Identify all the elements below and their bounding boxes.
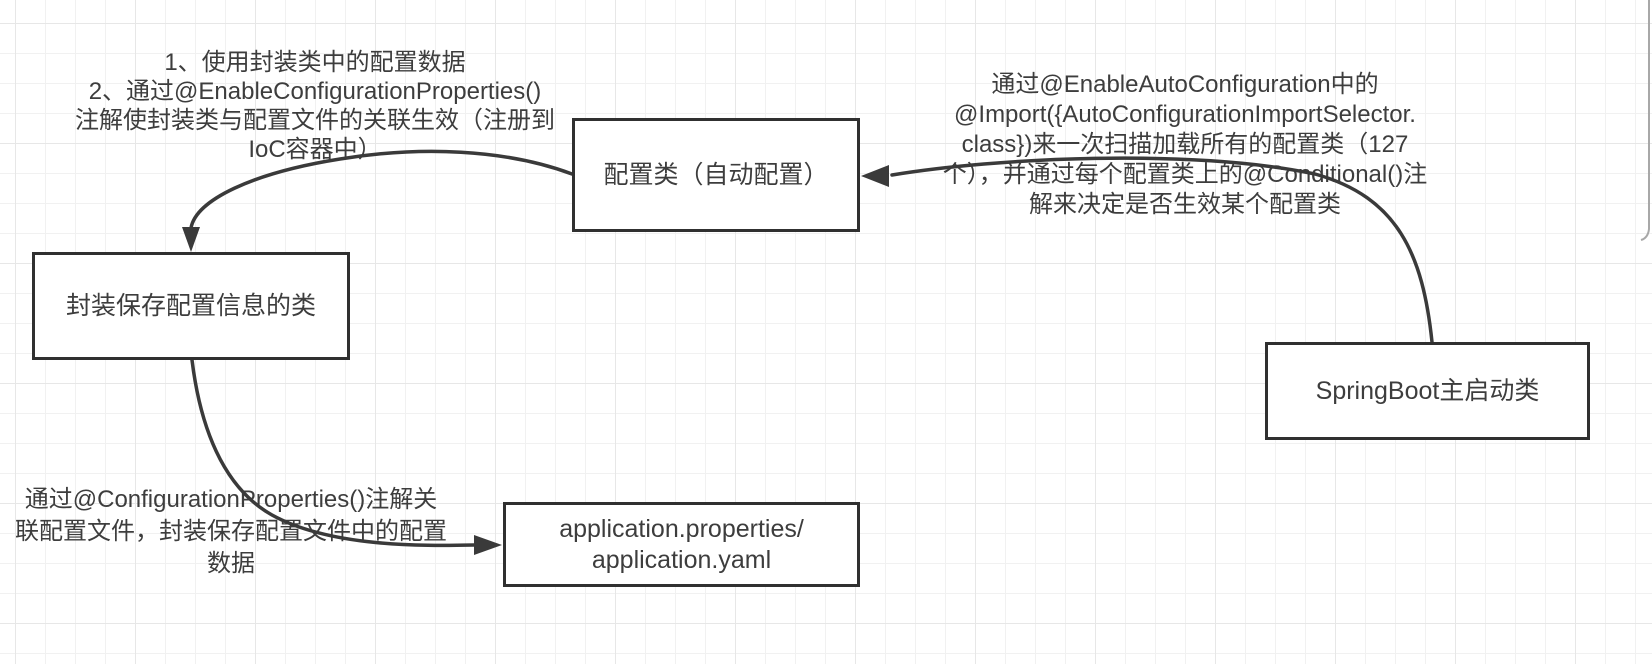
node-label-line2: application.yaml xyxy=(591,545,772,574)
node-label: 配置类（自动配置） xyxy=(603,160,829,189)
note-line: class})来一次扫描加载所有的配置类（127 xyxy=(961,131,1409,158)
note-line: @Import({AutoConfigurationImportSelector… xyxy=(954,101,1416,128)
right-edge-scrollbar[interactable] xyxy=(1640,0,1650,241)
note-line: 解来决定是否生效某个配置类 xyxy=(1029,191,1341,218)
note-enable-auto-configuration[interactable]: 通过@EnableAutoConfiguration中的 @Import({Au… xyxy=(885,70,1485,220)
node-props-holder-class[interactable]: 封装保存配置信息的类 xyxy=(32,252,350,360)
note-line: 个），并通过每个配置类上的@Conditional()注 xyxy=(942,161,1428,188)
note-line: 通过@ConfigurationProperties()注解关 xyxy=(24,486,438,513)
arrowhead-right-icon xyxy=(474,535,502,555)
arrowhead-down-icon xyxy=(182,227,200,252)
node-config-class[interactable]: 配置类（自动配置） xyxy=(572,118,860,232)
note-line: 2、通过@EnableConfigurationProperties() xyxy=(88,78,542,105)
edge-main-to-config[interactable] xyxy=(890,156,1434,344)
note-line: 数据 xyxy=(207,550,255,577)
note-configuration-properties-binding[interactable]: 通过@ConfigurationProperties()注解关 联配置文件，封装… xyxy=(0,484,462,580)
note-line: 通过@EnableAutoConfiguration中的 xyxy=(991,71,1379,98)
note-line: 1、使用封装类中的配置数据 xyxy=(164,49,466,76)
note-line: 联配置文件，封装保存配置文件中的配置 xyxy=(15,518,447,545)
node-label: 封装保存配置信息的类 xyxy=(65,291,316,320)
edge-config-to-props[interactable] xyxy=(189,149,574,230)
node-label: SpringBoot主启动类 xyxy=(1315,376,1540,405)
edge-props-to-appfiles[interactable] xyxy=(190,358,476,548)
note-usage-of-props-class[interactable]: 1、使用封装类中的配置数据 2、通过@EnableConfigurationPr… xyxy=(15,48,615,164)
node-label-line1: application.properties/ xyxy=(559,514,804,543)
node-springboot-main-class[interactable]: SpringBoot主启动类 xyxy=(1265,342,1590,440)
note-line: 注解使封装类与配置文件的关联生效（注册到 xyxy=(75,107,555,134)
note-line: IoC容器中） xyxy=(248,136,382,163)
node-application-properties-file[interactable]: application.properties/ application.yaml xyxy=(503,502,860,587)
arrowhead-left-icon xyxy=(861,165,889,187)
